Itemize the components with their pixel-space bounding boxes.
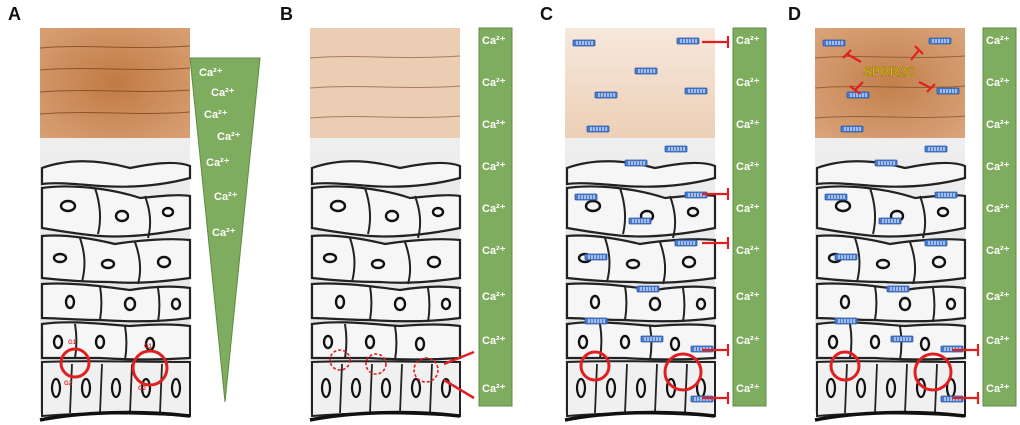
calcium-labels-d: Ca²⁺ Ca²⁺ Ca²⁺ Ca²⁺ Ca²⁺ Ca²⁺ Ca²⁺ Ca²⁺ …: [986, 35, 1010, 395]
panel-c: C: [540, 4, 767, 422]
calcium-box-d: [982, 27, 1017, 407]
g1-label: G1: [68, 340, 77, 346]
calcium-labels-b: Ca²⁺ Ca²⁺ Ca²⁺ Ca²⁺ Ca²⁺ Ca²⁺ Ca²⁺ Ca²⁺ …: [482, 35, 506, 395]
calcium-label: Ca²⁺: [736, 119, 760, 131]
calcium-label: Ca²⁺: [986, 335, 1010, 347]
calcium-label: Ca²⁺: [736, 291, 760, 303]
inhibition-arrow-icon: [443, 350, 475, 400]
calcium-label: Ca²⁺: [986, 291, 1010, 303]
stratum-corneum-b: [310, 28, 460, 138]
calcium-label: Ca²⁺: [736, 335, 760, 347]
epidermis-drawing-a: G1 G2 G1 G2: [38, 26, 192, 422]
calcium-label: Ca²⁺: [736, 203, 760, 215]
panel-b: B Ca²⁺ Ca²⁺ Ca²⁺ Ca²⁺ Ca²⁺ Ca²⁺ Ca²⁺: [280, 4, 513, 422]
calcium-label: Ca²⁺: [986, 161, 1010, 173]
cell-cycle-icon: [829, 350, 953, 392]
stratum-corneum-a: [40, 28, 190, 138]
epidermis-drawing-b: [308, 26, 462, 422]
calcium-label: Ca²⁺: [482, 383, 506, 395]
g2-label: G2: [138, 386, 147, 392]
calcium-label: Ca²⁺: [217, 131, 241, 143]
calcium-label: Ca²⁺: [214, 191, 238, 203]
panel-d: D: [788, 4, 1017, 422]
g2-label: G2: [64, 381, 73, 387]
cell-cycle-icon: [579, 350, 703, 392]
sprr2c-label: SPRR2C: [863, 64, 916, 79]
calcium-label: Ca²⁺: [482, 335, 506, 347]
calcium-label: Ca²⁺: [482, 245, 506, 257]
calcium-label: Ca²⁺: [736, 35, 760, 47]
calcium-gradient-triangle: [189, 57, 261, 403]
calcium-label: Ca²⁺: [482, 77, 506, 89]
calcium-label: Ca²⁺: [482, 161, 506, 173]
inhibition-arrow-icon: [842, 45, 936, 95]
calcium-label: Ca²⁺: [199, 67, 223, 79]
calcium-label: Ca²⁺: [482, 35, 506, 47]
panel-a: A G1 G2 G1 G2 Ca²⁺ Ca²⁺ Ca²⁺: [8, 4, 261, 422]
panel-label-a: A: [8, 4, 21, 24]
panel-label-c: C: [540, 4, 553, 24]
calcium-label: Ca²⁺: [736, 161, 760, 173]
calcium-labels-a: Ca²⁺ Ca²⁺ Ca²⁺ Ca²⁺ Ca²⁺ Ca²⁺ Ca²⁺: [199, 67, 241, 239]
calcium-label: Ca²⁺: [204, 109, 228, 121]
calcium-label: Ca²⁺: [736, 245, 760, 257]
cell-cycle-icon: [59, 347, 169, 387]
cell-cycle-icon: [329, 349, 439, 383]
calcium-label: Ca²⁺: [482, 203, 506, 215]
calcium-labels-c: Ca²⁺ Ca²⁺ Ca²⁺ Ca²⁺ Ca²⁺ Ca²⁺ Ca²⁺ Ca²⁺ …: [736, 35, 760, 395]
epidermis-drawing-d: SPRR2C: [813, 26, 967, 422]
calcium-label: Ca²⁺: [736, 383, 760, 395]
calcium-label: Ca²⁺: [986, 245, 1010, 257]
calcium-label: Ca²⁺: [206, 157, 230, 169]
inhibition-arrow-icon: [952, 344, 980, 404]
calcium-label: Ca²⁺: [736, 77, 760, 89]
calcium-label: Ca²⁺: [482, 119, 506, 131]
calcium-label: Ca²⁺: [986, 383, 1010, 395]
calcium-label: Ca²⁺: [986, 35, 1010, 47]
inhibition-arrow-icon: [702, 36, 730, 404]
calcium-box-b: [478, 27, 513, 407]
g1-label: G1: [144, 344, 153, 350]
calcium-label: Ca²⁺: [986, 203, 1010, 215]
calcium-label: Ca²⁺: [482, 291, 506, 303]
calcium-label: Ca²⁺: [986, 77, 1010, 89]
calcium-box-c: [732, 27, 767, 407]
calcium-label: Ca²⁺: [986, 119, 1010, 131]
calcium-label: Ca²⁺: [211, 87, 235, 99]
panel-label-b: B: [280, 4, 293, 24]
panel-label-d: D: [788, 4, 801, 24]
calcium-label: Ca²⁺: [212, 227, 236, 239]
epidermis-drawing-c: [563, 26, 717, 422]
